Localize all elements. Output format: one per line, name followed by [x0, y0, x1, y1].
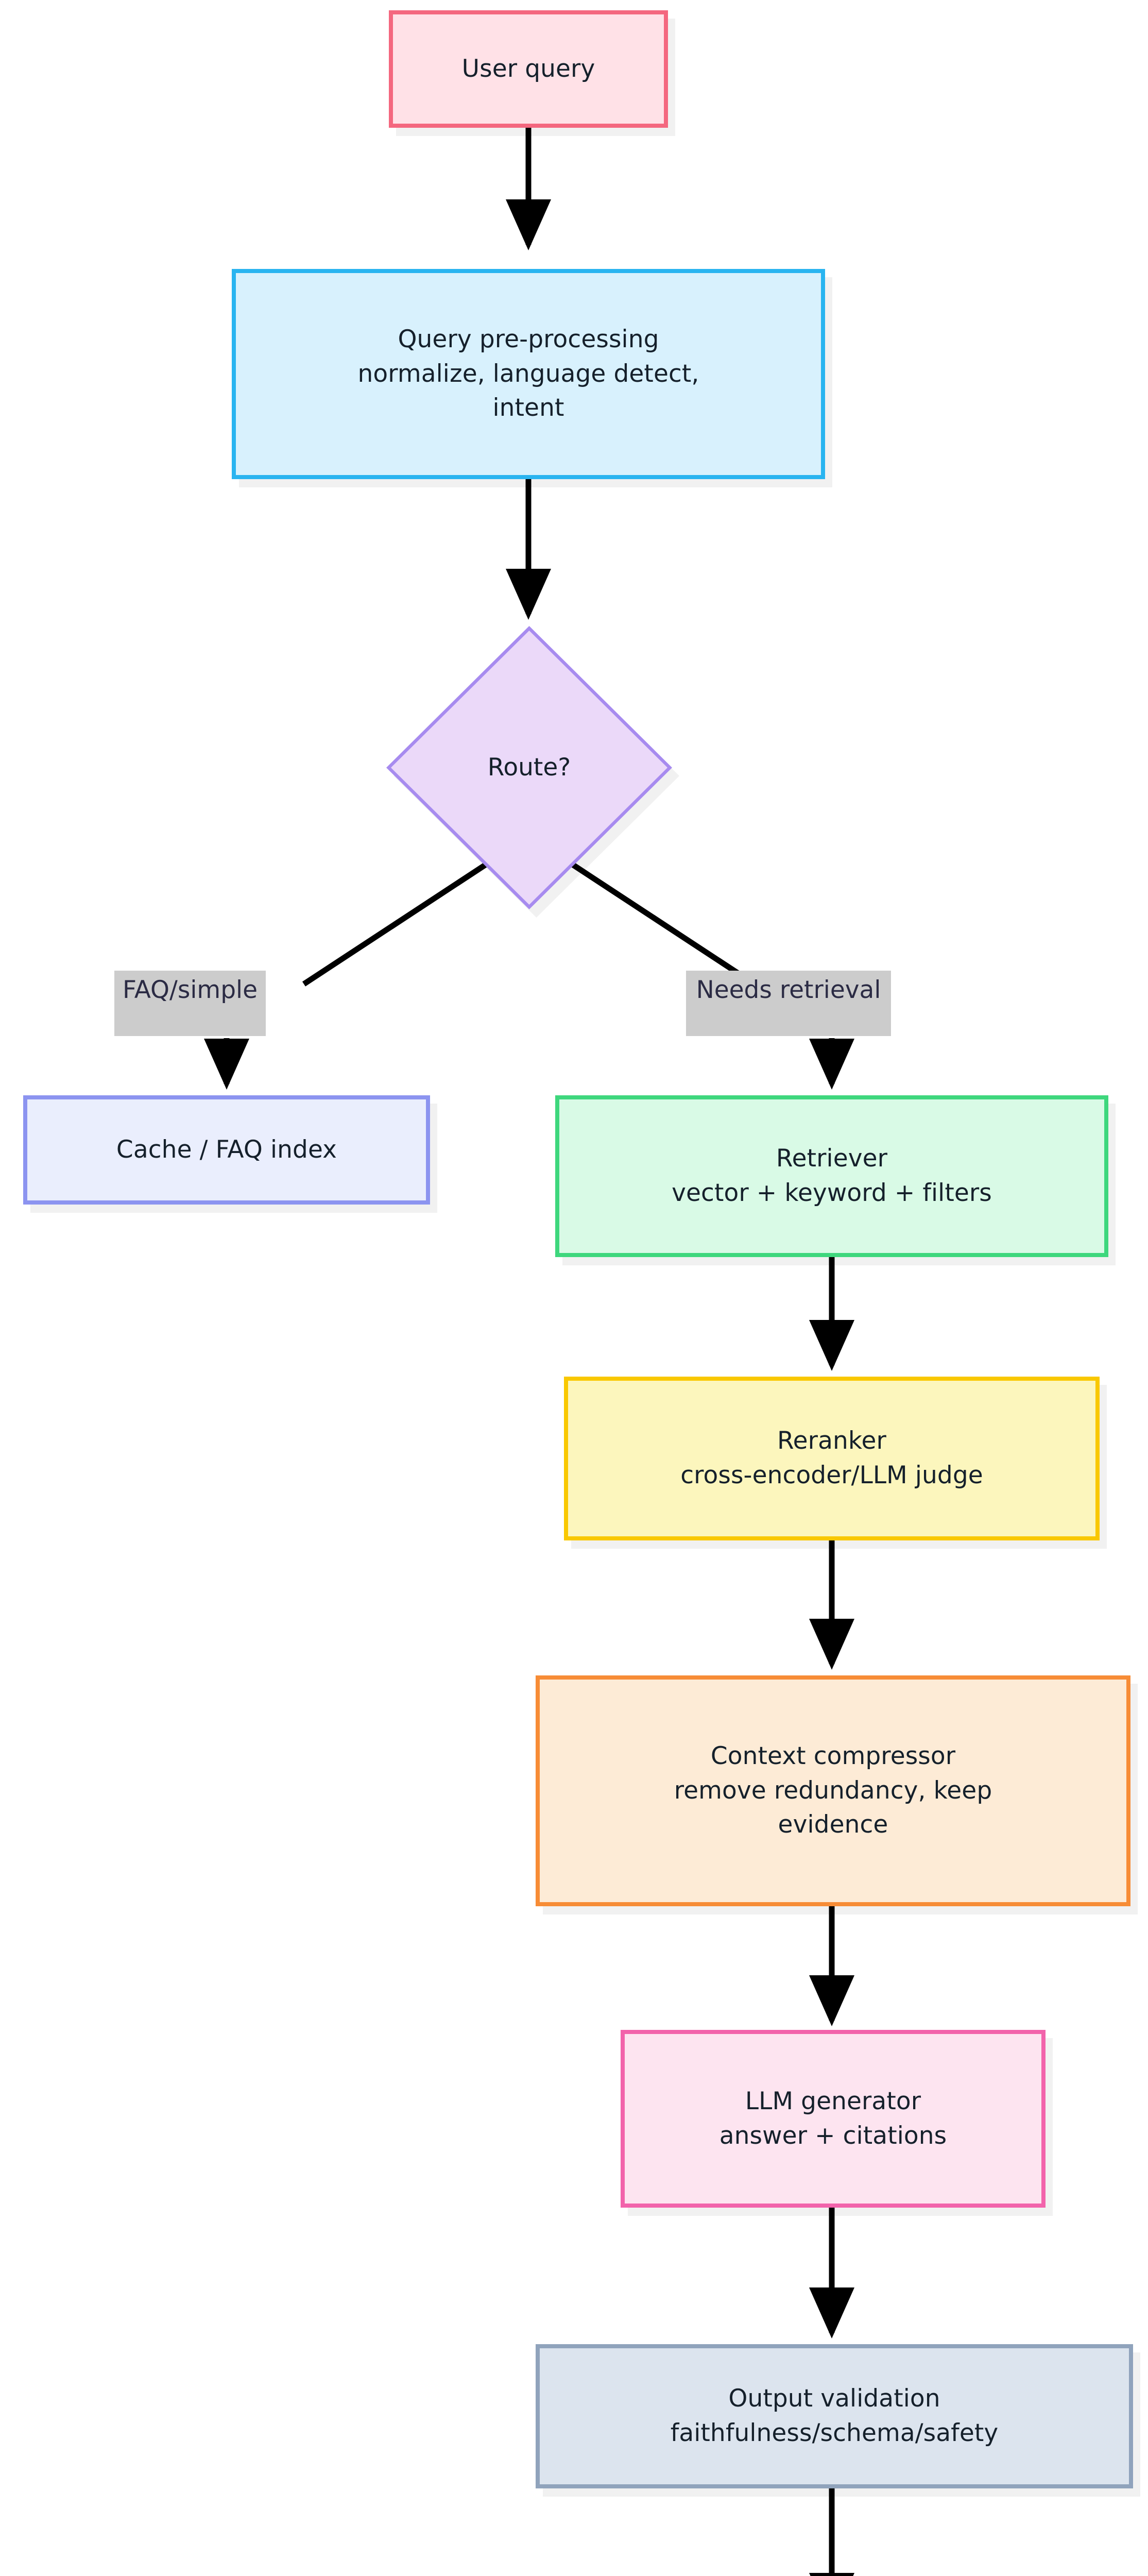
node-context-compressor[interactable]: Context compressor remove redundancy, ke… — [536, 1675, 1130, 1906]
node-user-query[interactable]: User query — [389, 10, 668, 128]
node-llm-generator[interactable]: LLM generator answer + citations — [621, 2030, 1046, 2208]
edge-label-needs-retrieval-text: Needs retrieval — [696, 976, 881, 1004]
node-route-decision[interactable]: Route? — [386, 626, 679, 918]
edge-label-faq-simple-text: FAQ/simple — [122, 976, 258, 1004]
node-query-preprocessing[interactable]: Query pre-processing normalize, language… — [232, 269, 825, 479]
node-reranker-label: Reranker cross-encoder/LLM judge — [680, 1427, 983, 1489]
node-retriever[interactable]: Retriever vector + keyword + filters — [555, 1095, 1108, 1257]
node-user-query-label: User query — [461, 54, 595, 83]
node-route-decision-label: Route? — [487, 753, 571, 782]
node-query-preprocessing-label: Query pre-processing normalize, language… — [357, 325, 699, 422]
node-cache-faq-index-label: Cache / FAQ index — [116, 1135, 337, 1164]
edge-label-faq-simple: FAQ/simple — [114, 971, 266, 1036]
edge-label-needs-retrieval: Needs retrieval — [686, 971, 891, 1036]
node-output-validation-label: Output validation faithfulness/schema/sa… — [670, 2384, 999, 2447]
node-output-validation[interactable]: Output validation faithfulness/schema/sa… — [536, 2344, 1133, 2488]
node-reranker[interactable]: Reranker cross-encoder/LLM judge — [564, 1377, 1100, 1540]
node-llm-generator-label: LLM generator answer + citations — [719, 2087, 947, 2150]
node-retriever-label: Retriever vector + keyword + filters — [672, 1144, 992, 1207]
node-cache-faq-index[interactable]: Cache / FAQ index — [23, 1095, 430, 1205]
node-context-compressor-label: Context compressor remove redundancy, ke… — [674, 1741, 992, 1839]
